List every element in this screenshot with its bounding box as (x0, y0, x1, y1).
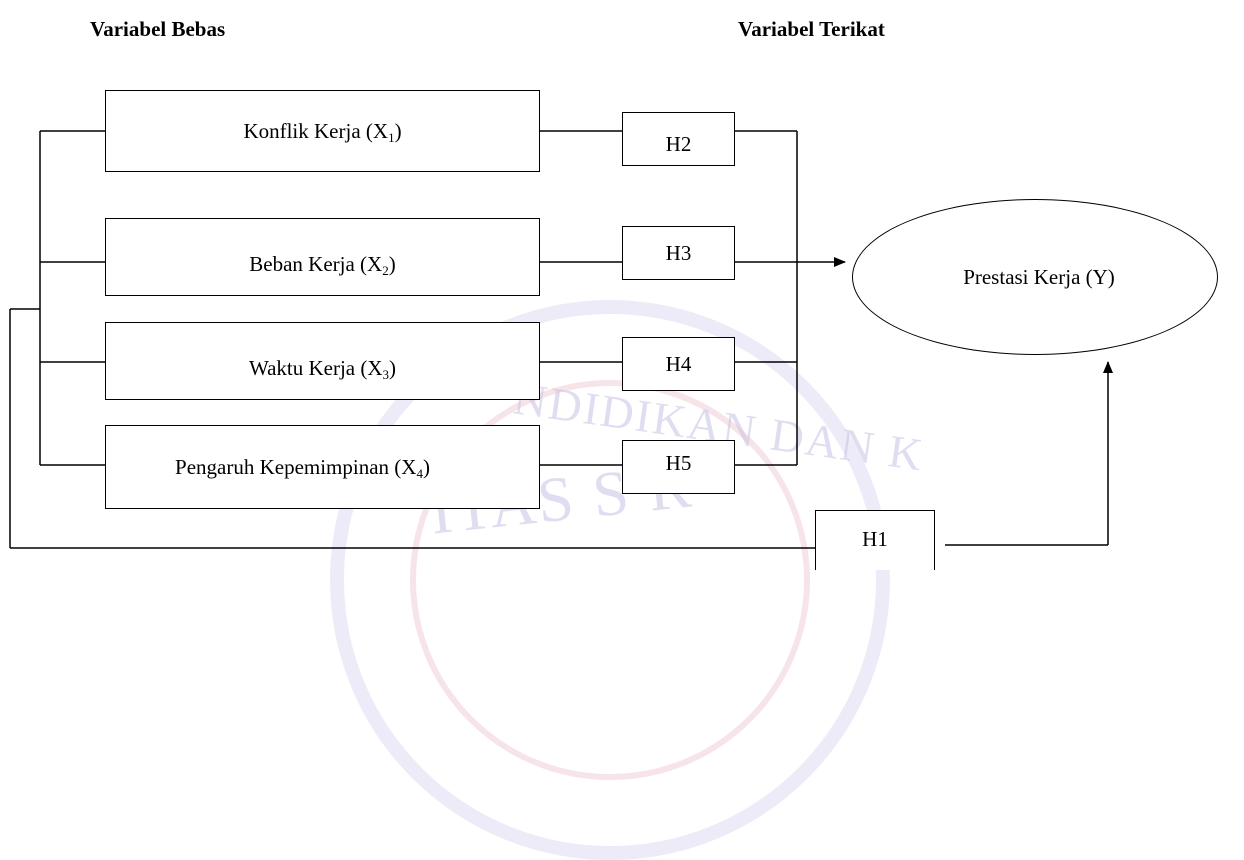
connector-lines (9, 130, 1113, 549)
variable-label-x1: Konflik Kerja (X1) (243, 118, 402, 145)
header-independent-variables: Variabel Bebas (90, 17, 226, 41)
variable-box-x2: Beban Kerja (X2) (105, 218, 540, 296)
hypothesis-box-h3: H3 (622, 226, 735, 280)
outcome-label: Prestasi Kerja (Y) (963, 264, 1115, 289)
header-dependent-variables: Variabel Terikat (738, 17, 885, 41)
variable-box-x3: Waktu Kerja (X3) (105, 322, 540, 400)
variable-label-x2: Beban Kerja (X2) (249, 251, 396, 278)
hypothesis-box-h5: H5 (622, 440, 735, 494)
hypothesis-box-h1: H1 (815, 510, 935, 570)
hypothesis-box-h2: H2 (622, 112, 735, 166)
variable-box-x4: Pengaruh Kepemimpinan (X4) (105, 425, 540, 509)
variable-label-x3: Waktu Kerja (X3) (248, 355, 397, 382)
hypothesis-box-h4: H4 (622, 337, 735, 391)
outcome-ellipse: Prestasi Kerja (Y) (852, 199, 1218, 355)
variable-box-x1: Konflik Kerja (X1) (105, 90, 540, 172)
variable-label-x4: Pengaruh Kepemimpinan (X4) (175, 454, 430, 481)
